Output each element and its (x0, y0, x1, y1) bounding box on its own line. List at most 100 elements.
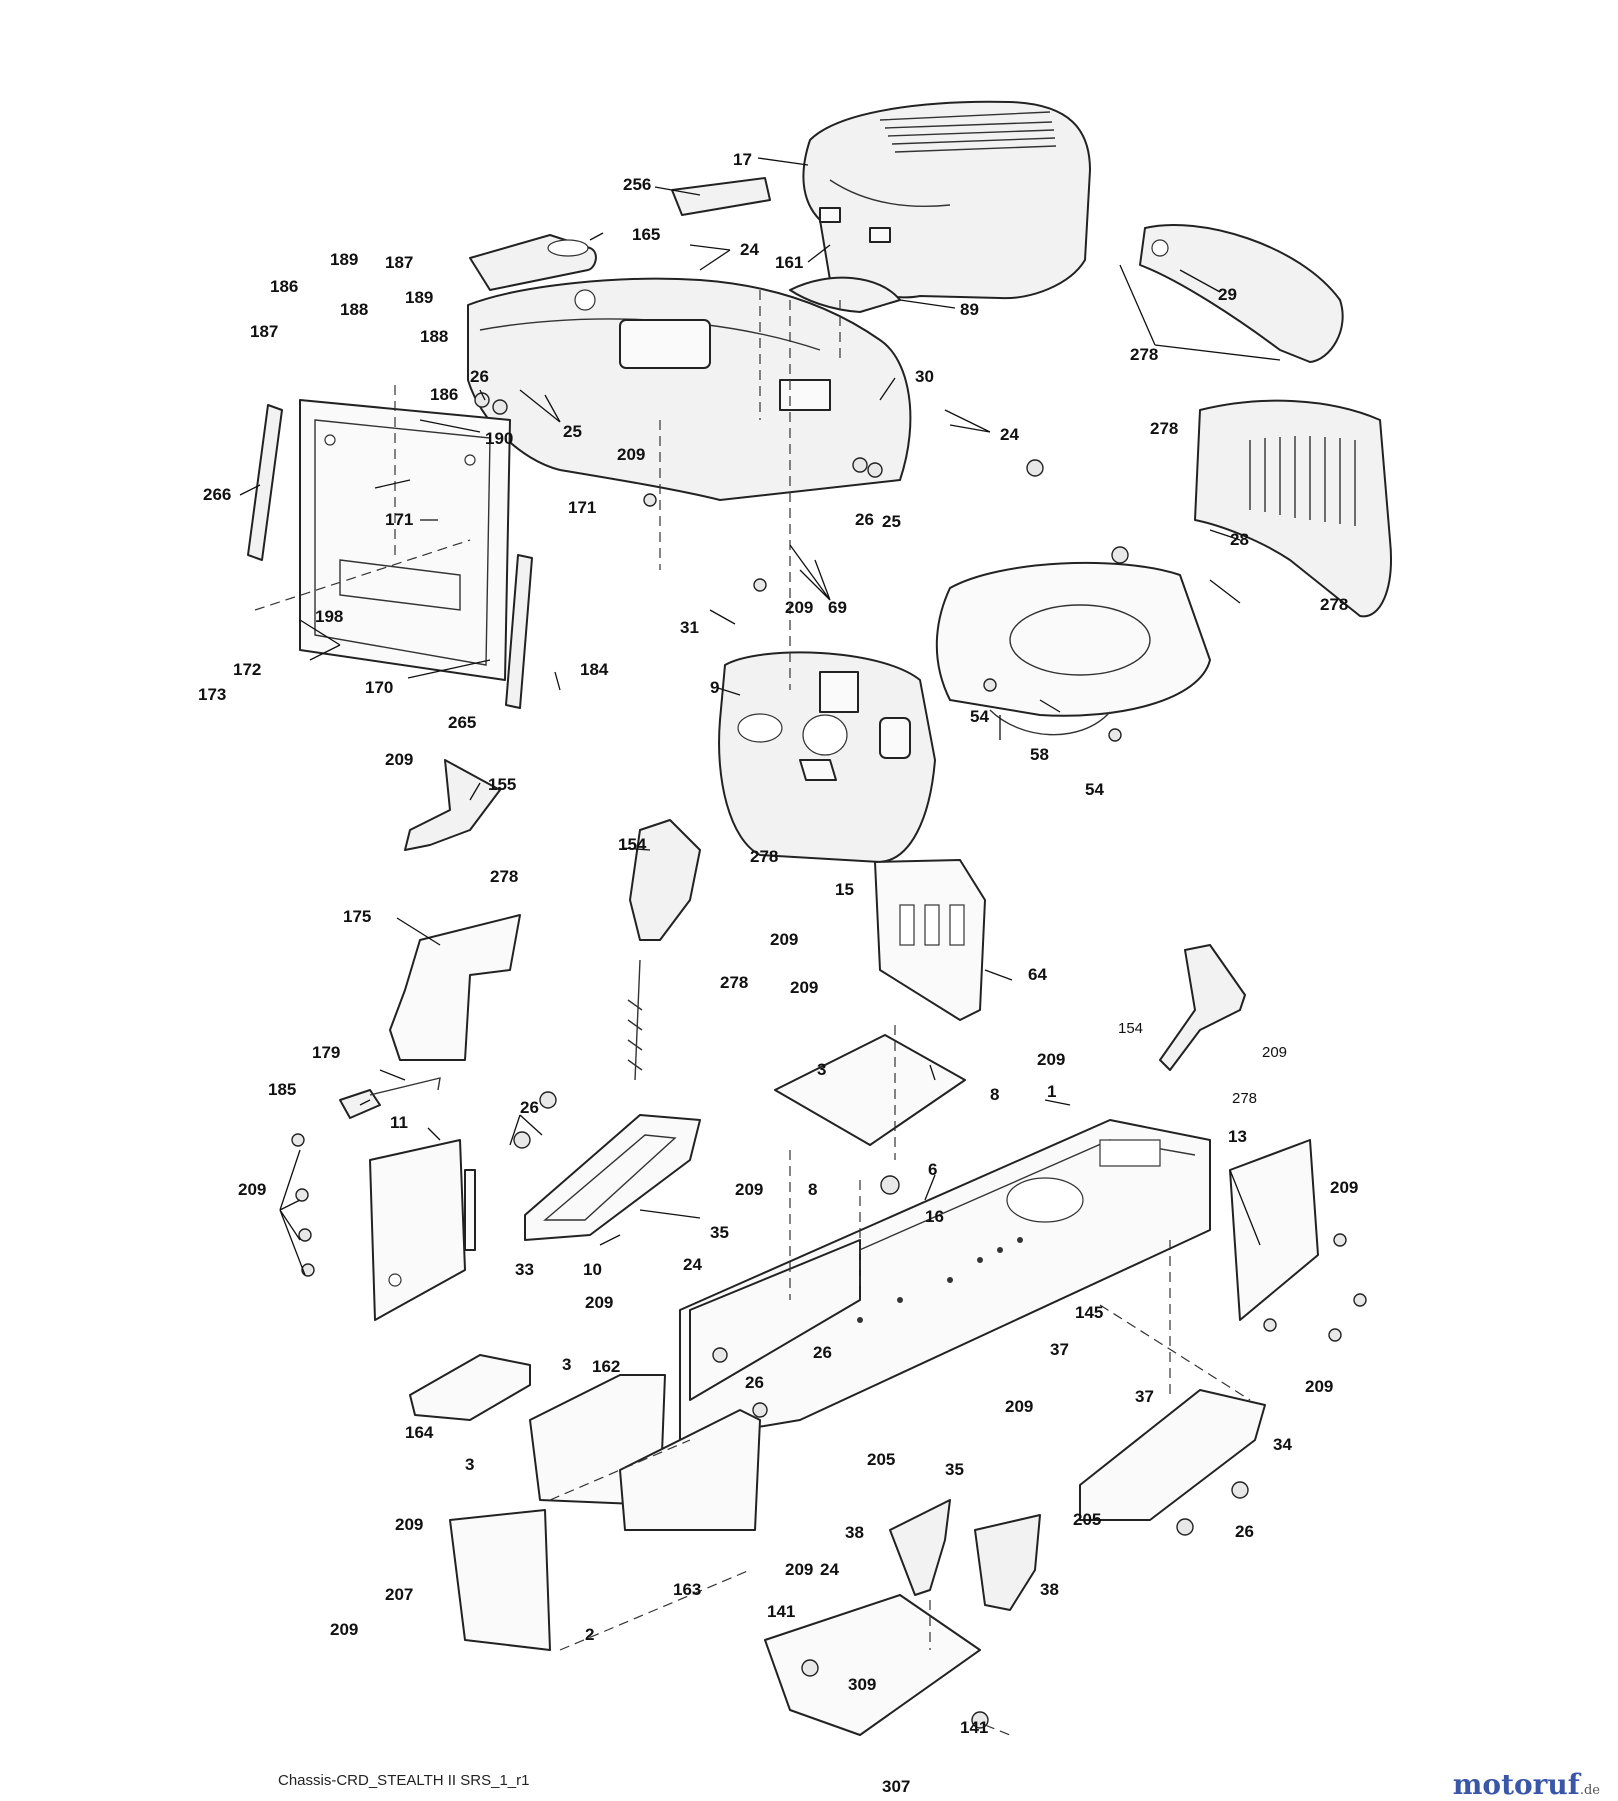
callout-209-n: 209 (395, 1515, 423, 1534)
footrest-34-part (1079, 1389, 1266, 1521)
callout-26-f: 26 (1235, 1522, 1254, 1541)
callout-145: 145 (1075, 1303, 1103, 1322)
callout-172: 172 (233, 660, 261, 679)
grille-28-part (1194, 399, 1392, 618)
callout-38-b: 38 (1040, 1580, 1059, 1599)
callout-209-c: 209 (385, 750, 413, 769)
callout-186-b: 186 (430, 385, 458, 404)
callout-31: 31 (680, 618, 699, 637)
callout-278-g: 278 (1232, 1090, 1257, 1107)
fasteners (291, 392, 1367, 1729)
brand-suffix: .de (1579, 1783, 1600, 1798)
callout-198: 198 (315, 607, 343, 626)
callout-26-e: 26 (745, 1373, 764, 1392)
callout-34: 34 (1273, 1435, 1292, 1454)
callout-155: 155 (488, 775, 516, 794)
callout-1: 1 (1047, 1082, 1056, 1101)
callout-35-a: 35 (710, 1223, 729, 1242)
callout-209-g: 209 (1262, 1044, 1287, 1061)
callout-24-d: 24 (820, 1560, 839, 1579)
callout-35-b: 35 (945, 1460, 964, 1479)
callout-2: 2 (585, 1625, 594, 1644)
front-frame-170-part (299, 399, 511, 681)
callout-209-h: 209 (735, 1180, 763, 1199)
callout-307: 307 (882, 1777, 910, 1796)
plate-307-part (764, 1594, 981, 1736)
callout-54-b: 54 (1085, 780, 1104, 799)
callout-209-k: 209 (585, 1293, 613, 1312)
callout-13: 13 (1228, 1127, 1247, 1146)
callout-10: 10 (583, 1260, 602, 1279)
rod-179-part (369, 1077, 441, 1096)
console-9-part (718, 651, 936, 863)
callout-171-b: 171 (385, 510, 413, 529)
strip-266-part (247, 404, 283, 561)
callout-189-b: 189 (405, 288, 433, 307)
callout-189-a: 189 (330, 250, 358, 269)
callout-154-b: 154 (1118, 1020, 1143, 1037)
bracket-38-right-part (974, 1514, 1041, 1611)
callout-209-i: 209 (238, 1180, 266, 1199)
callout-209-b: 209 (785, 598, 813, 617)
cover-256-part (671, 177, 771, 216)
callout-64: 64 (1028, 965, 1047, 984)
callout-25-a: 25 (563, 422, 582, 441)
callout-28: 28 (1230, 530, 1249, 549)
callout-30: 30 (915, 367, 934, 386)
callout-209-p: 209 (330, 1620, 358, 1639)
callout-89: 89 (960, 300, 979, 319)
callout-184: 184 (580, 660, 609, 679)
callout-9: 9 (710, 678, 719, 697)
callout-190: 190 (485, 429, 513, 448)
cover-89-part (789, 276, 901, 313)
callout-37-b: 37 (1135, 1387, 1154, 1406)
callout-266: 266 (203, 485, 231, 504)
callout-26-a: 26 (470, 367, 489, 386)
callout-171-a: 171 (568, 498, 596, 517)
callout-278-d: 278 (490, 867, 518, 886)
callout-164: 164 (405, 1423, 434, 1442)
callout-29: 29 (1218, 285, 1237, 304)
callout-8-a: 8 (990, 1085, 999, 1104)
callout-309: 309 (848, 1675, 876, 1694)
plate-163-part (619, 1409, 761, 1531)
callout-175: 175 (343, 907, 371, 926)
callout-186-a: 186 (270, 277, 298, 296)
callout-8-b: 8 (808, 1180, 817, 1199)
callout-3-a: 3 (817, 1060, 826, 1079)
callout-209-e: 209 (790, 978, 818, 997)
callout-165: 165 (632, 225, 660, 244)
callout-17: 17 (733, 150, 752, 169)
callout-58: 58 (1030, 745, 1049, 764)
callout-154-a: 154 (618, 835, 647, 854)
callout-209-l: 209 (1005, 1397, 1033, 1416)
plate-175-part (389, 914, 521, 1061)
callout-141-b: 141 (960, 1718, 988, 1737)
bracket-155-part (404, 759, 501, 851)
assembly-lines (254, 290, 1251, 1736)
callout-278-e: 278 (750, 847, 778, 866)
callout-3-c: 3 (465, 1455, 474, 1474)
callout-209-d: 209 (770, 930, 798, 949)
callout-173: 173 (198, 685, 226, 704)
callout-209-j: 209 (1330, 1178, 1358, 1197)
callout-209-a: 209 (617, 445, 645, 464)
brand-logo: motoruf.de (1453, 1768, 1600, 1801)
callout-38-a: 38 (845, 1523, 864, 1542)
callout-6: 6 (928, 1160, 937, 1179)
side-panel-29-part (1139, 224, 1344, 363)
callout-54-a: 54 (970, 707, 989, 726)
callout-163: 163 (673, 1580, 701, 1599)
callout-25-b: 25 (882, 512, 901, 531)
callout-209-f: 209 (1037, 1050, 1065, 1069)
callout-185: 185 (268, 1080, 296, 1099)
hood-part (802, 100, 1091, 300)
diagram-caption: Chassis-CRD_STEALTH II SRS_1_r1 (278, 1772, 530, 1789)
callout-209-o: 209 (785, 1560, 813, 1579)
callout-265: 265 (448, 713, 476, 732)
callout-188-a: 188 (340, 300, 368, 319)
callout-141-a: 141 (767, 1602, 795, 1621)
callout-188-b: 188 (420, 327, 448, 346)
pedal-185-part (339, 1089, 381, 1119)
callout-26-b: 26 (855, 510, 874, 529)
